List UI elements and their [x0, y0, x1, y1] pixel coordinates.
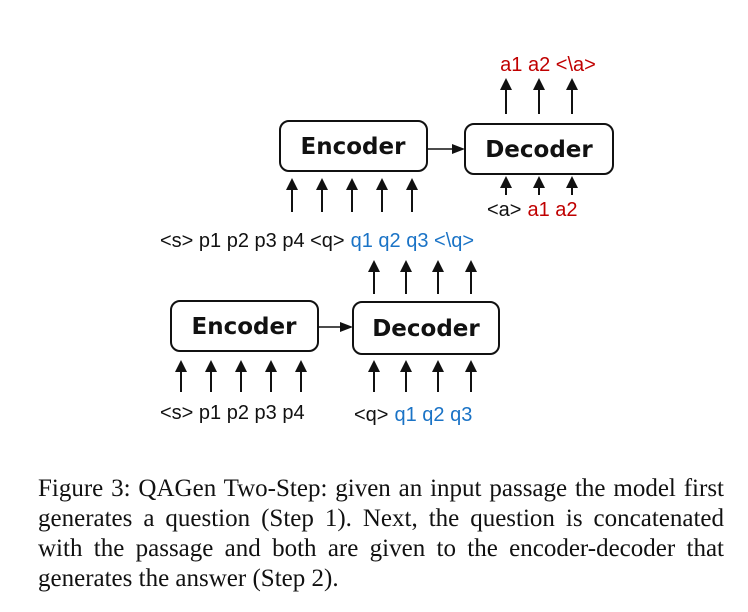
- step1-encoder-input-arrows: [175, 360, 307, 392]
- step2-decoder-input-prefix: <a>: [487, 199, 521, 221]
- step2-group: a1 a2 <\a> Encoder Decoder: [160, 54, 614, 252]
- step2-output-arrows: [500, 78, 578, 114]
- step2-encoder-input-passage: <s> p1 p2 p3 p4 <q>: [160, 230, 345, 252]
- step2-encoder-input-question: q1 q2 q3 <\q>: [351, 230, 474, 252]
- step2-output-tokens: a1 a2 <\a>: [500, 54, 596, 76]
- step2-decoder-input-tokens: a1 a2: [527, 199, 577, 221]
- step1-decoder-box: Decoder: [352, 301, 500, 355]
- step2-enc-dec-arrow: [427, 144, 465, 154]
- step2-decoder-input-arrows: [500, 176, 578, 195]
- step2-encoder-label: Encoder: [301, 134, 407, 160]
- step2-encoder-input: <s> p1 p2 p3 p4 <q> q1 q2 q3 <\q>: [160, 230, 474, 252]
- step1-encoder-input: <s> p1 p2 p3 p4: [160, 402, 305, 424]
- step2-encoder-box: Encoder: [279, 120, 428, 172]
- step2-decoder-label: Decoder: [485, 137, 593, 163]
- step1-encoder-box: Encoder: [170, 300, 319, 352]
- step2-decoder-input: <a> a1 a2: [487, 199, 578, 221]
- step1-decoder-input-arrows: [368, 360, 477, 392]
- step1-decoder-input-prefix: <q>: [354, 404, 388, 426]
- step1-encoder-label: Encoder: [192, 314, 298, 340]
- step1-group: Encoder Decoder: [160, 260, 500, 426]
- step1-decoder-input-tokens: q1 q2 q3: [394, 404, 472, 426]
- step2-decoder-box: Decoder: [464, 123, 614, 175]
- step1-enc-dec-arrow: [318, 322, 353, 332]
- step2-encoder-input-arrows: [286, 178, 418, 212]
- figure-caption: Figure 3: QAGen Two-Step: given an input…: [38, 475, 724, 592]
- step1-output-arrows: [368, 260, 477, 294]
- qagen-two-step-diagram: a1 a2 <\a> Encoder Decoder: [160, 54, 614, 426]
- step1-decoder-input: <q> q1 q2 q3: [354, 404, 472, 426]
- step1-decoder-label: Decoder: [372, 316, 480, 342]
